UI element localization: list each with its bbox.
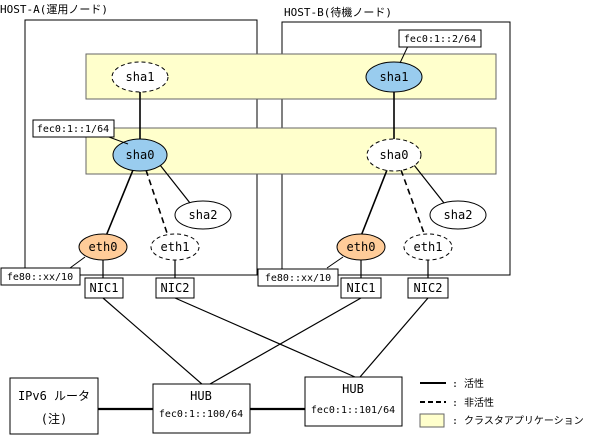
host-b-eth1-label: eth1 bbox=[414, 240, 443, 254]
link-a-nic2-hub2 bbox=[174, 297, 356, 378]
hub-2-address: fec0:1::101/64 bbox=[311, 405, 395, 416]
link-b-nic2-hub2 bbox=[359, 297, 429, 378]
link-b-sha0-sha2 bbox=[413, 164, 445, 204]
host-a-nic2: NIC2 bbox=[155, 277, 195, 299]
host-a-eth1: eth1 bbox=[150, 233, 200, 261]
hub-2-label: HUB bbox=[342, 382, 364, 396]
host-b-eth0: eth0 bbox=[336, 233, 386, 261]
host-a-nic2-label: NIC2 bbox=[161, 281, 190, 295]
host-a-sha1: sha1 bbox=[111, 61, 169, 93]
host-b-sha2: sha2 bbox=[429, 200, 487, 230]
host-b-nic2-label: NIC2 bbox=[414, 281, 443, 295]
link-a-sha0-sha2 bbox=[159, 164, 191, 204]
host-b-sha1: sha1 bbox=[365, 61, 423, 93]
host-b-nic2: NIC2 bbox=[407, 277, 449, 299]
host-b-address: fec0:1::2/64 bbox=[404, 34, 476, 45]
router-label: IPv6 ルータ bbox=[18, 389, 90, 403]
hub-1-label: HUB bbox=[190, 389, 212, 403]
host-a-title: HOST-A(運用ノード) bbox=[0, 3, 108, 16]
host-b-nic1: NIC1 bbox=[340, 277, 382, 299]
host-b-eth0-label: eth0 bbox=[347, 240, 376, 254]
link-b-sha0-eth1 bbox=[400, 169, 426, 237]
host-b-link-local: fe80::xx/10 bbox=[265, 273, 331, 284]
host-b-sha1-label: sha1 bbox=[380, 70, 409, 84]
link-b-sha0-eth0 bbox=[360, 169, 388, 237]
host-b-title: HOST-B(待機ノード) bbox=[284, 5, 392, 19]
host-a-sha2-label: sha2 bbox=[189, 208, 218, 222]
legend-active-label: : 活性 bbox=[452, 377, 484, 390]
host-b-link-local-callout: fe80::xx/10 bbox=[257, 256, 344, 287]
hub-1: HUB fec0:1::100/64 bbox=[152, 383, 251, 434]
legend: : 活性 : 非活性 : クラスタアプリケーション bbox=[419, 377, 584, 428]
host-b-address-callout: fec0:1::2/64 bbox=[398, 29, 482, 64]
host-b-sha0-label: sha0 bbox=[380, 148, 409, 162]
link-a-sha0-eth0 bbox=[105, 169, 134, 237]
hub-2: HUB fec0:1::101/64 bbox=[304, 376, 403, 427]
host-a-link-local-callout: fe80::xx/10 bbox=[0, 256, 86, 286]
host-a-sha2: sha2 bbox=[174, 200, 232, 230]
host-b-nic1-label: NIC1 bbox=[347, 281, 376, 295]
host-a-eth1-label: eth1 bbox=[161, 240, 190, 254]
legend-cluster-swatch bbox=[419, 413, 445, 428]
host-a-eth0-label: eth0 bbox=[89, 240, 118, 254]
ipv6-router: IPv6 ルータ (注) bbox=[9, 377, 99, 435]
host-a-address: fec0:1::1/64 bbox=[37, 124, 109, 135]
host-b-sha2-label: sha2 bbox=[444, 208, 473, 222]
host-a-eth0: eth0 bbox=[78, 233, 128, 261]
host-a-sha0-label: sha0 bbox=[126, 148, 155, 162]
host-b-sha0: sha0 bbox=[366, 138, 422, 172]
hub-1-address: fec0:1::100/64 bbox=[159, 409, 243, 420]
link-a-sha0-eth1 bbox=[145, 169, 169, 237]
legend-cluster-label: : クラスタアプリケーション bbox=[452, 415, 584, 427]
link-b-nic1-hub1 bbox=[209, 297, 362, 385]
host-a-link-local: fe80::xx/10 bbox=[7, 272, 73, 283]
host-a-sha1-label: sha1 bbox=[126, 70, 155, 84]
host-a-sha0: sha0 bbox=[112, 138, 168, 172]
host-b-eth1: eth1 bbox=[403, 233, 453, 261]
router-note: (注) bbox=[41, 411, 67, 426]
host-a-nic1-label: NIC1 bbox=[90, 281, 119, 295]
host-a-nic1: NIC1 bbox=[84, 277, 124, 299]
link-a-nic1-hub1 bbox=[102, 297, 204, 386]
legend-inactive-label: : 非活性 bbox=[452, 396, 494, 409]
host-a-address-callout: fec0:1::1/64 bbox=[32, 119, 129, 145]
